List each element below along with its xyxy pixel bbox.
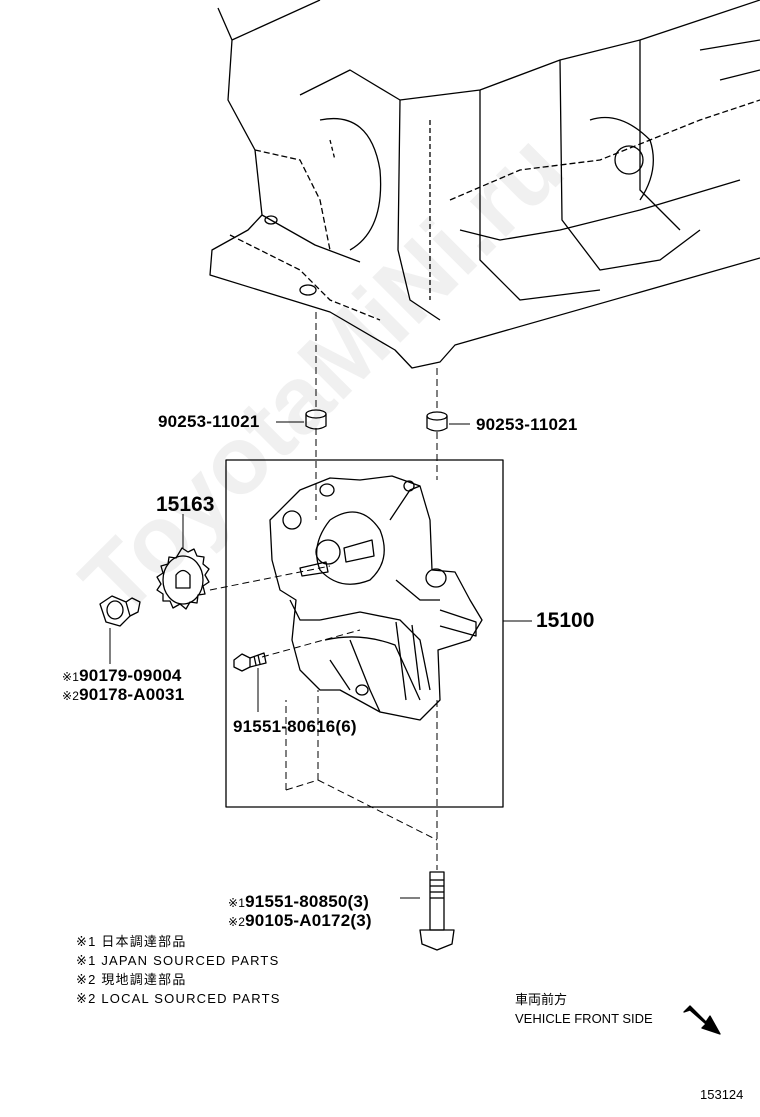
engine-block: [209, 0, 760, 369]
bolt-short-shape: [233, 652, 267, 672]
nut-pn-1: 90179-09004: [79, 666, 182, 685]
assembly-box: [225, 459, 504, 808]
mark-2b: ※2: [228, 915, 246, 929]
mark-1b: ※1: [228, 896, 246, 910]
label-bushing-right[interactable]: 90253-11021: [476, 415, 578, 434]
bolt-long-pn-2: 90105-A0172(3): [245, 911, 372, 930]
label-bolt-long-2[interactable]: ※290105-A0172(3): [228, 912, 372, 929]
label-sprocket[interactable]: 15163: [156, 493, 215, 516]
mark-1: ※1: [62, 670, 80, 684]
illustration-id: 153124: [700, 1087, 744, 1102]
oil-pump-shape: [269, 475, 483, 721]
legend-line-4: ※2 LOCAL SOURCED PARTS: [76, 991, 281, 1006]
label-bolt-short[interactable]: 91551-80616(6): [233, 717, 357, 736]
label-nut-1[interactable]: ※190179-09004: [62, 667, 182, 684]
label-bushing-left[interactable]: 90253-11021: [158, 412, 260, 431]
legend-line-3: ※2 現地調達部品: [76, 972, 187, 987]
bushing-left-shape: [305, 409, 327, 430]
direction-en: VEHICLE FRONT SIDE: [515, 1011, 653, 1026]
legend-line-2: ※1 JAPAN SOURCED PARTS: [76, 953, 280, 968]
label-nut-2[interactable]: ※290178-A0031: [62, 686, 184, 703]
legend-line-1: ※1 日本調達部品: [76, 934, 187, 949]
label-bolt-long-1[interactable]: ※191551-80850(3): [228, 893, 369, 910]
bushing-right-shape: [426, 411, 448, 432]
guide-lines: [209, 312, 438, 870]
sprocket-shape: [156, 547, 210, 610]
front-arrow-icon: [683, 1005, 721, 1035]
mark-2: ※2: [62, 689, 80, 703]
nut-pn-2: 90178-A0031: [79, 685, 185, 704]
leader-lines: [109, 421, 532, 899]
bolt-long-shape: [419, 871, 455, 951]
bolt-long-pn-1: 91551-80850(3): [245, 892, 369, 911]
direction-jp: 車両前方: [515, 992, 568, 1007]
label-pump-assembly[interactable]: 15100: [536, 609, 595, 632]
nut-shape: [99, 595, 141, 627]
